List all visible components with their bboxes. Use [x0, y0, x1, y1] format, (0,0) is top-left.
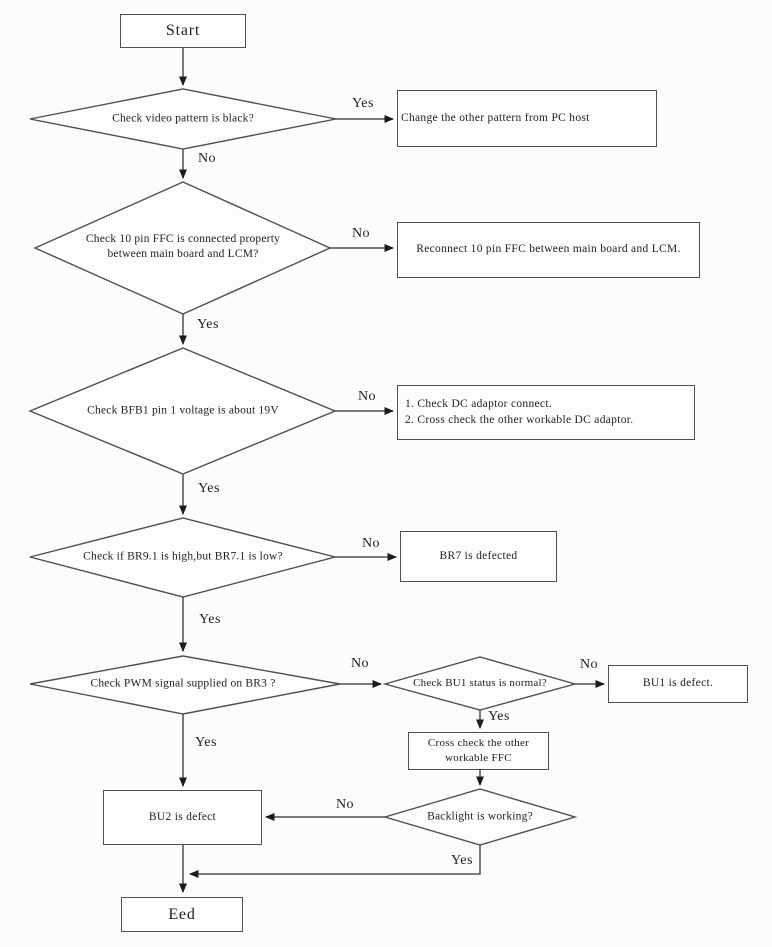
- edge-label-no: No: [361, 536, 381, 551]
- edge-label-yes: Yes: [451, 853, 473, 868]
- edge-label-no: No: [335, 797, 355, 812]
- decision-pwm-br3-shape: [29, 655, 341, 715]
- edge-label-no: No: [197, 151, 217, 166]
- decision-bfb1-voltage-shape: [28, 347, 337, 475]
- edge-backlight-yes: [189, 845, 481, 878]
- decision-backlight-shape: [382, 788, 578, 846]
- decision-ffc-connected-shape: [33, 181, 332, 315]
- process-reconnect-ffc: Reconnect 10 pin FFC between main board …: [397, 222, 700, 278]
- decision-br9-br7-shape: [29, 517, 338, 598]
- process-check-dc-adaptor: 1. Check DC adaptor connect. 2. Cross ch…: [397, 385, 695, 440]
- edge-label-yes: Yes: [352, 96, 374, 111]
- edge-label-no: No: [579, 657, 599, 672]
- edge-label-no: No: [351, 226, 371, 241]
- decision-bu1-status-shape: [382, 656, 578, 711]
- decision-video-pattern-shape: [29, 88, 337, 150]
- edge-label-yes: Yes: [195, 735, 217, 750]
- edge-label-no: No: [357, 389, 377, 404]
- process-bu2-defect: BU2 is defect: [103, 790, 262, 845]
- end-node: Eed: [121, 897, 243, 932]
- start-node: Start: [120, 14, 246, 48]
- process-change-pattern: Change the other pattern from PC host: [397, 90, 657, 147]
- edge-label-yes: Yes: [199, 612, 221, 627]
- process-bu1-defect: BU1 is defect.: [608, 665, 748, 703]
- process-br7-defected: BR7 is defected: [400, 531, 557, 582]
- edge-label-yes: Yes: [197, 317, 219, 332]
- process-cross-check-ffc: Cross check the other workable FFC: [408, 732, 549, 770]
- edge-label-yes: Yes: [488, 709, 510, 724]
- edge-label-yes: Yes: [198, 481, 220, 496]
- edge-label-no: No: [350, 656, 370, 671]
